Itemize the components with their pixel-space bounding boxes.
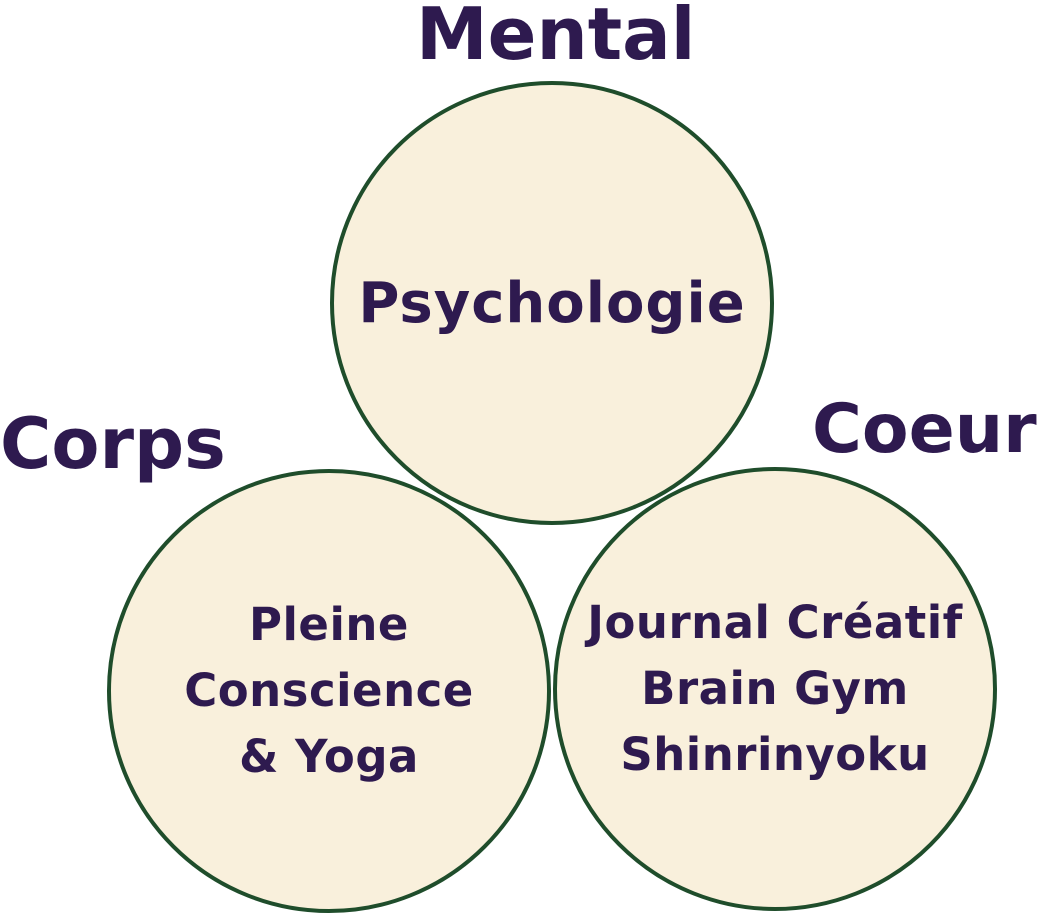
coeur-line-3: Shinrinyoku <box>620 728 930 781</box>
mental-heading: Mental <box>416 0 696 76</box>
corps-line-2: Conscience <box>184 664 474 717</box>
corps-circle: Pleine Conscience & Yoga <box>107 469 551 913</box>
coeur-line-2: Brain Gym <box>641 662 909 715</box>
corps-line-1: Pleine <box>249 598 409 651</box>
corps-heading: Corps <box>0 403 226 485</box>
coeur-circle: Journal Créatif Brain Gym Shinrinyoku <box>553 467 997 911</box>
mental-circle: Psychologie <box>330 81 774 525</box>
mental-circle-label: Psychologie <box>358 270 746 336</box>
corps-line-3: & Yoga <box>239 730 419 783</box>
coeur-line-1: Journal Créatif <box>587 596 963 649</box>
coeur-heading: Coeur <box>812 390 1037 469</box>
